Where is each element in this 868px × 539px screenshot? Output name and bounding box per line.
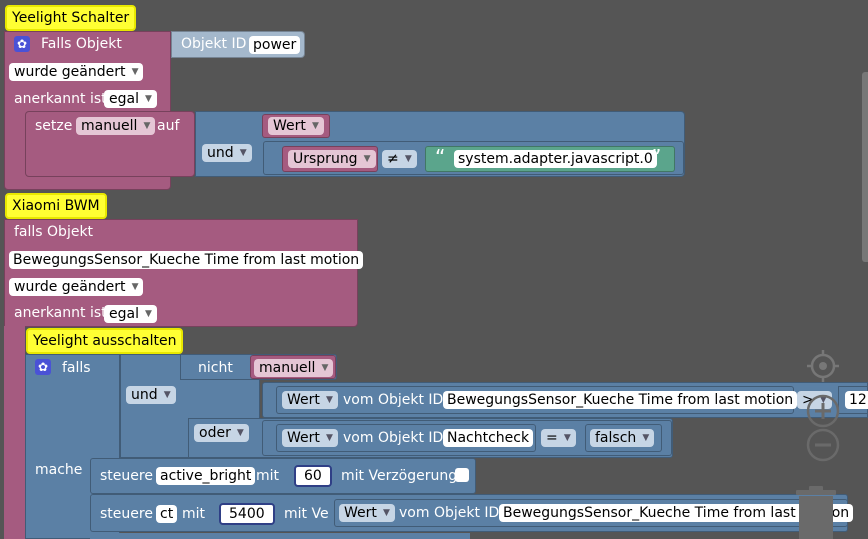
zoom-out-icon[interactable]: [806, 428, 840, 462]
control-target-1[interactable]: active_bright: [156, 467, 256, 485]
chevron-down-icon: ▼: [404, 154, 412, 164]
scrollbar[interactable]: [862, 72, 868, 262]
recenter-icon[interactable]: [806, 349, 840, 383]
chevron-down-icon: ▼: [642, 433, 650, 443]
string-value[interactable]: system.adapter.javascript.0: [454, 150, 657, 168]
control-block-1[interactable]: [90, 458, 476, 494]
trigger-block-xiaomi-bwm[interactable]: [4, 219, 358, 327]
control-with-label-1: mit: [256, 468, 280, 484]
not-variable-dropdown[interactable]: manuell▼: [254, 359, 334, 377]
ack-label: anerkannt ist: [14, 305, 107, 321]
set-to-label: auf: [157, 118, 180, 134]
chevron-down-icon: ▼: [163, 390, 171, 400]
chevron-down-icon: ▼: [325, 433, 333, 443]
from-object-label-2: vom Objekt ID: [343, 430, 444, 446]
control-value-1[interactable]: 60: [294, 465, 332, 487]
origin-dropdown[interactable]: Ursprung▼: [288, 150, 376, 168]
chevron-down-icon: ▼: [363, 154, 371, 164]
object-value-2[interactable]: Nachtcheck: [443, 429, 534, 447]
trigger-label: Falls Objekt: [41, 36, 122, 52]
control-label-1: steuere: [100, 468, 153, 484]
chevron-down-icon: ▼: [325, 395, 333, 405]
set-label: setze: [35, 118, 73, 134]
not-label: nicht: [198, 360, 233, 376]
object-id-value[interactable]: power: [249, 36, 301, 54]
control-with-label-2: mit: [182, 506, 206, 522]
changed-dropdown[interactable]: wurde geändert▼: [9, 63, 144, 81]
chevron-down-icon: ▼: [311, 121, 319, 131]
chevron-down-icon: ▼: [382, 508, 390, 518]
control-label-2: steuere: [100, 506, 153, 522]
control-target-2[interactable]: ct: [156, 505, 178, 523]
control-delay-label-2: mit Ve: [284, 506, 329, 522]
chevron-down-icon: ▼: [145, 94, 152, 104]
object-value[interactable]: BewegungsSensor_Kueche Time from last mo…: [9, 251, 364, 269]
do-label: mache: [35, 462, 83, 478]
object-value-3[interactable]: BewegungsSensor_Kueche Time from last mo…: [499, 504, 854, 522]
delay-checkbox[interactable]: [455, 468, 469, 482]
boolean-dropdown[interactable]: falsch▼: [590, 429, 655, 447]
chevron-down-icon: ▼: [131, 282, 139, 292]
if-label: falls: [62, 360, 91, 376]
changed-dropdown[interactable]: wurde geändert▼: [9, 278, 144, 296]
value-dropdown-3[interactable]: Wert▼: [339, 504, 395, 522]
operator-dropdown-2[interactable]: =▼: [541, 429, 576, 447]
value-dropdown-2[interactable]: Wert▼: [282, 429, 338, 447]
chevron-down-icon: ▼: [819, 395, 827, 405]
trigger-block-rail: [4, 326, 25, 539]
or-dropdown[interactable]: oder▼: [194, 424, 249, 442]
zoom-in-icon[interactable]: [806, 394, 840, 428]
gear-icon[interactable]: ✿: [35, 359, 51, 375]
comment-yeelight-schalter[interactable]: Yeelight Schalter: [5, 5, 137, 31]
ack-dropdown[interactable]: egal▼: [104, 90, 157, 108]
control-block-3[interactable]: [90, 533, 470, 539]
chevron-down-icon: ▼: [145, 309, 152, 319]
set-variable-dropdown[interactable]: manuell▼: [76, 117, 156, 135]
ack-dropdown[interactable]: egal▼: [104, 305, 157, 323]
control-value-2[interactable]: 5400: [219, 503, 275, 525]
trash-icon[interactable]: [792, 484, 840, 539]
chevron-down-icon: ▼: [239, 148, 247, 158]
quote-close: ”: [651, 145, 662, 169]
gear-icon[interactable]: ✿: [14, 36, 30, 52]
number-value-1[interactable]: 12: [845, 391, 868, 409]
comment-yeelight-ausschalten[interactable]: Yeelight ausschalten: [26, 328, 184, 354]
from-object-label-1: vom Objekt ID: [343, 392, 444, 408]
object-value-1[interactable]: BewegungsSensor_Kueche Time from last mo…: [443, 391, 798, 409]
quote-open: “: [435, 145, 446, 169]
and-dropdown[interactable]: und▼: [202, 144, 252, 162]
value-dropdown-1[interactable]: Wert▼: [282, 391, 338, 409]
from-object-label-3: vom Objekt ID: [399, 505, 500, 521]
object-id-label: Objekt ID: [181, 36, 247, 52]
ack-label: anerkannt ist: [14, 91, 107, 107]
chevron-down-icon: ▼: [563, 433, 571, 443]
chevron-down-icon: ▼: [321, 363, 329, 373]
chevron-down-icon: ▼: [143, 121, 151, 131]
and-dropdown[interactable]: und▼: [126, 386, 176, 404]
comment-xiaomi-bwm[interactable]: Xiaomi BWM: [5, 193, 107, 219]
chevron-down-icon: ▼: [236, 428, 244, 438]
control-delay-label-1: mit Verzögerung: [341, 468, 458, 484]
neq-dropdown[interactable]: ≠▼: [382, 150, 417, 168]
chevron-down-icon: ▼: [131, 67, 139, 77]
value-dropdown[interactable]: Wert▼: [268, 117, 324, 135]
trigger-label: falls Objekt: [14, 224, 94, 240]
